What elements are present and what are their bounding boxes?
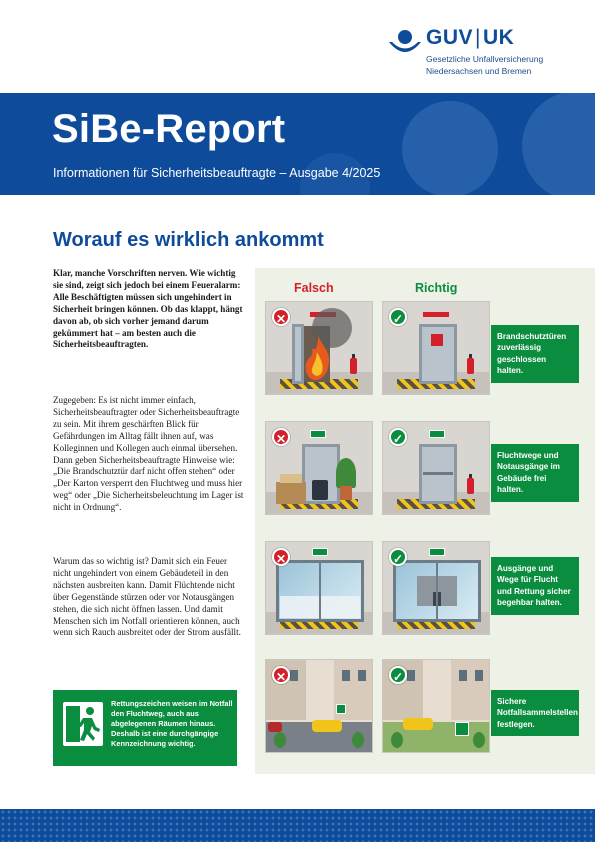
article-paragraph-2: Warum das so wichtig ist? Damit sich ein… [53,556,241,638]
assembly-sign-icon [336,704,346,714]
tree-icon [473,732,485,748]
caption-exits: Ausgänge und Wege für Flucht und Rettung… [491,557,579,615]
fire-extinguisher-icon [467,474,474,494]
door-window [431,334,443,346]
right-badge: ✓ [389,308,407,326]
building [451,660,489,720]
closed-fire-door [419,324,457,384]
red-car [268,722,282,732]
door-divider [319,560,321,622]
cardboard-box [276,482,306,504]
wrong-badge: ✕ [272,308,290,326]
caption-assembly-points: Sichere Notfallsammelstellen festlegen. [491,690,579,737]
taxi-car [403,718,433,730]
scene-exit-right: ✓ [382,541,490,635]
column-header-falsch: Falsch [294,281,334,295]
scene-assembly-wrong: ✕ [265,659,373,753]
right-badge: ✓ [389,428,407,446]
wrong-badge: ✕ [272,428,290,446]
panic-bar [423,472,453,475]
logo-brand: GUV [426,26,474,49]
column-header-richtig: Richtig [415,281,458,295]
fire-door-sign [423,312,449,317]
plant-pot [340,486,352,500]
exit-sign-icon [312,548,328,556]
door-divider [436,560,438,622]
scene-escape-route-wrong: ✕ [265,421,373,515]
tree-icon [391,732,403,748]
decor-circle [402,101,498,195]
exit-sign-icon [429,430,445,438]
exit-sign-text: Rettungszeichen weisen im Notfall den Fl… [111,699,233,748]
fire-flame-icon [305,336,330,380]
box-contents [280,474,302,483]
article-paragraph-1: Zugegeben: Es ist nicht immer einfach, S… [53,395,244,513]
exit-sign-infobox: Rettungszeichen weisen im Notfall den Fl… [53,690,237,766]
caption-escape-routes: Fluchtwege und Notausgänge im Gebäude fr… [491,444,579,502]
logo-wordmark: GUV|UK [426,26,515,49]
logo-brand-uk: UK [482,26,515,49]
plant-icon [336,458,356,488]
exit-door [302,444,340,504]
scene-escape-route-right: ✓ [382,421,490,515]
logo-subline-1: Gesetzliche Unfallversicherung [426,54,544,64]
right-badge: ✓ [389,666,407,684]
scene-exit-wrong: ✕ [265,541,373,635]
tree-icon [352,732,364,748]
wrong-badge: ✕ [272,548,290,566]
decor-circle [522,93,595,195]
header-band: SiBe-Report Informationen für Sicherheit… [0,93,595,195]
scene-fire-door-right: ✓ [382,301,490,395]
footer-dot-band [0,809,595,842]
fire-extinguisher-icon [467,354,474,374]
door-leaf [292,324,304,384]
guv-logo-icon [389,30,421,52]
tree-icon [274,732,286,748]
office-chair [312,480,328,500]
article-title: Worauf es wirklich ankommt [53,229,324,251]
report-subtitle: Informationen für Sicherheitsbeauftragte… [53,166,381,180]
guv-uk-logo: GUV|UK Gesetzliche Unfallversicherung Ni… [388,26,588,82]
fire-extinguisher-icon [350,354,357,374]
report-title: SiBe-Report [52,107,286,151]
article-lead: Klar, manche Vorschriften nerven. Wie wi… [53,268,243,350]
scene-assembly-right: ✓ [382,659,490,753]
logo-subline: Gesetzliche Unfallversicherung Niedersac… [426,53,543,77]
exit-sign-icon [310,430,326,438]
scene-fire-door-wrong: ✕ [265,301,373,395]
wrong-badge: ✕ [272,666,290,684]
assembly-point-sign-icon [455,722,469,736]
logo-subline-2: Niedersachsen und Bremen [426,66,532,76]
running-man-exit-icon [63,702,103,746]
caption-fire-doors: Brandschutztüren zuverlässig geschlossen… [491,325,579,383]
taxi-car [312,720,342,732]
right-badge: ✓ [389,548,407,566]
exit-sign-icon [429,548,445,556]
